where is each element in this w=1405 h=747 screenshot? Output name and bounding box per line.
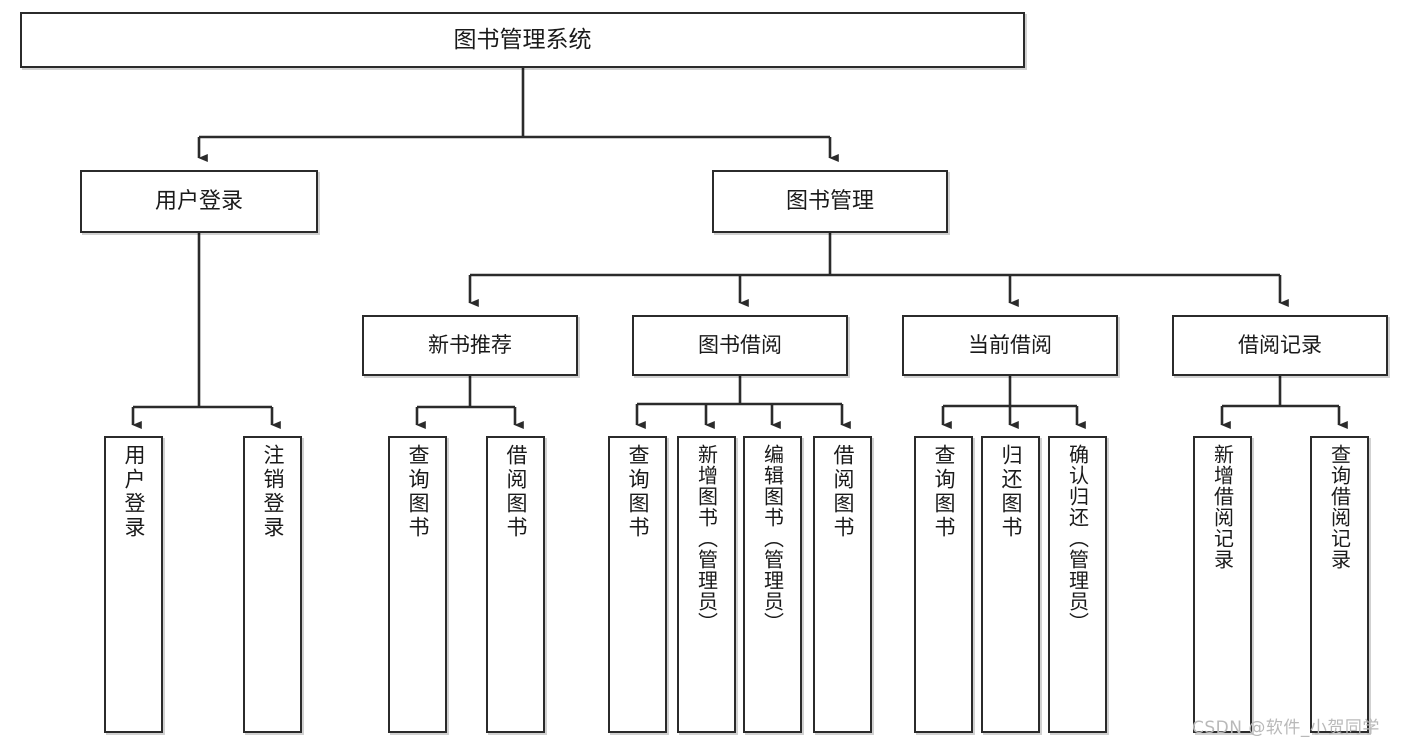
node-leaf-edit-book[interactable]: 编辑图书（管理员） xyxy=(743,436,802,733)
node-label: 用户登录 xyxy=(154,188,243,214)
node-label: 借阅图书 xyxy=(504,444,528,540)
node-leaf-query-borrow-record[interactable]: 查询借阅记录 xyxy=(1310,436,1369,733)
node-label: 用户登录 xyxy=(122,444,146,540)
node-label: 查询借阅记录 xyxy=(1327,444,1352,570)
node-label: 图书管理系统 xyxy=(453,26,592,53)
node-label: 借阅图书 xyxy=(831,444,855,540)
node-label: 新增借阅记录 xyxy=(1210,444,1235,570)
node-leaf-borrow-book-2[interactable]: 借阅图书 xyxy=(813,436,872,733)
watermark: CSDN @软件_小贺同学 xyxy=(1192,718,1380,738)
node-leaf-return-book[interactable]: 归还图书 xyxy=(981,436,1040,733)
node-leaf-add-borrow-record[interactable]: 新增借阅记录 xyxy=(1193,436,1252,733)
node-new-book-recommend[interactable]: 新书推荐 xyxy=(362,315,578,376)
node-leaf-add-book[interactable]: 新增图书（管理员） xyxy=(677,436,736,733)
node-leaf-query-book-2[interactable]: 查询图书 xyxy=(608,436,667,733)
node-label: 查询图书 xyxy=(406,444,430,540)
node-leaf-logout-login[interactable]: 注销登录 xyxy=(243,436,302,733)
node-leaf-query-book-1[interactable]: 查询图书 xyxy=(388,436,447,733)
node-root-book-management-system[interactable]: 图书管理系统 xyxy=(20,12,1025,68)
node-label: 新书推荐 xyxy=(428,333,512,358)
node-leaf-confirm-return[interactable]: 确认归还（管理员） xyxy=(1048,436,1107,733)
node-book-management[interactable]: 图书管理 xyxy=(712,170,948,233)
node-label: 新增图书（管理员） xyxy=(694,444,719,633)
node-leaf-borrow-book-1[interactable]: 借阅图书 xyxy=(486,436,545,733)
node-label: 图书借阅 xyxy=(698,333,782,358)
node-label: 确认归还（管理员） xyxy=(1065,444,1090,633)
node-leaf-user-login[interactable]: 用户登录 xyxy=(104,436,163,733)
node-current-borrow[interactable]: 当前借阅 xyxy=(902,315,1118,376)
node-label: 注销登录 xyxy=(261,444,285,540)
node-label: 归还图书 xyxy=(999,444,1023,540)
node-user-login[interactable]: 用户登录 xyxy=(80,170,318,233)
node-label: 查询图书 xyxy=(932,444,956,540)
node-book-borrow[interactable]: 图书借阅 xyxy=(632,315,848,376)
node-label: 借阅记录 xyxy=(1238,333,1322,358)
node-label: 查询图书 xyxy=(626,444,650,540)
node-label: 编辑图书（管理员） xyxy=(760,444,785,633)
node-label: 当前借阅 xyxy=(968,333,1052,358)
node-leaf-query-book-3[interactable]: 查询图书 xyxy=(914,436,973,733)
node-label: 图书管理 xyxy=(785,188,874,214)
node-borrow-record[interactable]: 借阅记录 xyxy=(1172,315,1388,376)
